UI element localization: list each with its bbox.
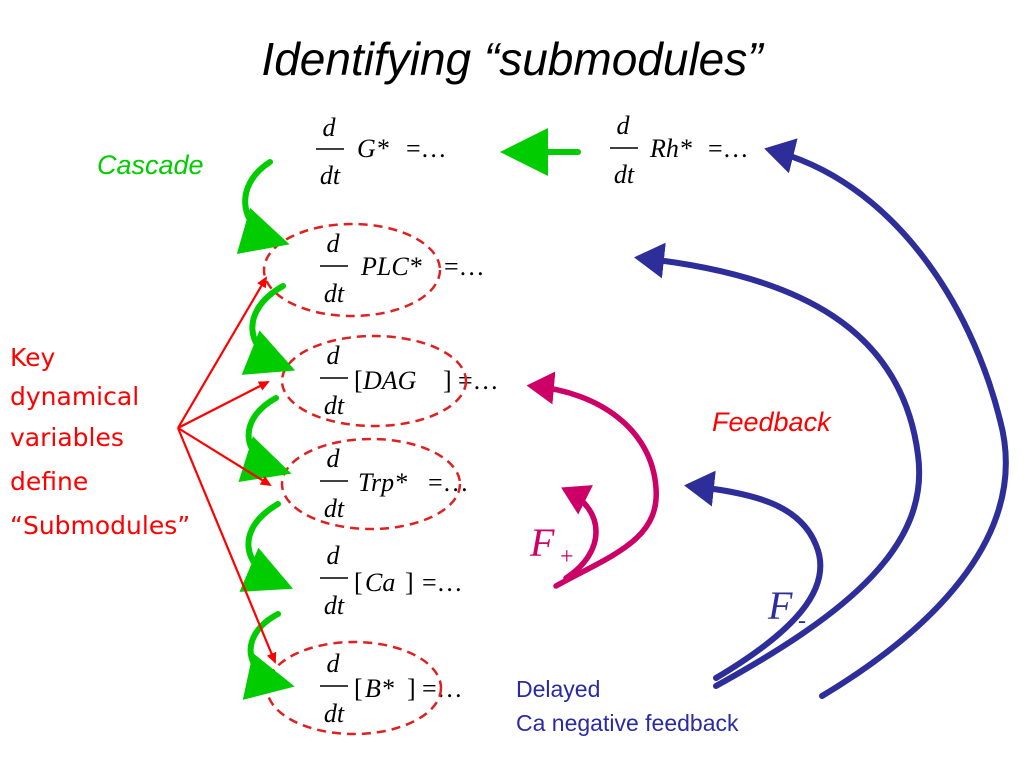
eq-numerator: d bbox=[327, 444, 341, 473]
eq-ellipsis: =… bbox=[458, 366, 499, 395]
submodule-ellipse-plc bbox=[262, 222, 442, 318]
eq-numerator: d bbox=[327, 229, 341, 258]
cascade-arrow-trp-to-ca bbox=[239, 501, 294, 592]
page-title: Identifying “submodules” bbox=[261, 33, 763, 85]
f-plus-sub: + bbox=[560, 544, 574, 570]
f-plus-main: F bbox=[529, 520, 555, 565]
eq-denominator: dt bbox=[320, 161, 341, 190]
eq-ellipsis: =… bbox=[422, 674, 463, 703]
eq-variable: DAG bbox=[362, 366, 417, 395]
eq-ellipsis: =… bbox=[422, 568, 463, 597]
eq-variable: B* bbox=[365, 674, 394, 703]
eq-variable: Trp* bbox=[358, 468, 407, 497]
negative-feedback-arrow-plc bbox=[634, 242, 923, 689]
equation-rh: d dt Rh* =… bbox=[610, 111, 749, 189]
f-minus-label: F - bbox=[767, 583, 806, 634]
eq-denominator: dt bbox=[324, 494, 345, 523]
eq-bracket-close: ] bbox=[407, 674, 416, 703]
f-plus-label: F + bbox=[529, 520, 574, 570]
eq-bracket-close: ] bbox=[405, 568, 414, 597]
eq-denominator: dt bbox=[324, 699, 345, 728]
submodule-ellipse-trp bbox=[280, 437, 462, 531]
key-label-line: “Submodules” bbox=[10, 511, 190, 540]
key-arrow-dag bbox=[177, 381, 270, 429]
eq-variable: Rh* bbox=[649, 134, 692, 163]
eq-ellipsis: =… bbox=[444, 252, 485, 281]
key-arrow-b bbox=[176, 427, 277, 664]
cascade-arrow-g-to-plc bbox=[236, 159, 290, 255]
eq-denominator: dt bbox=[324, 391, 345, 420]
eq-bracket-close: ] bbox=[443, 366, 452, 395]
delayed-label: Delayed Ca negative feedback bbox=[516, 676, 739, 736]
key-label-line: dynamical bbox=[10, 382, 139, 411]
key-arrow-plc bbox=[177, 276, 268, 429]
key-label-line: Key bbox=[10, 343, 56, 372]
eq-denominator: dt bbox=[324, 279, 345, 308]
key-arrow-trp bbox=[177, 427, 272, 487]
key-label-line: define bbox=[10, 467, 88, 496]
eq-ellipsis: =… bbox=[708, 134, 749, 163]
equation-g: d dt G* =… bbox=[316, 113, 447, 190]
key-variables-label: Key dynamical variables define “Submodul… bbox=[10, 343, 190, 540]
cascade-arrow-ca-to-b bbox=[242, 611, 295, 700]
equation-ca: d dt [ Ca ] =… bbox=[320, 541, 463, 620]
eq-bracket-open: [ bbox=[354, 568, 363, 597]
equation-trp: d dt Trp* =… bbox=[320, 444, 469, 523]
feedback-label: Feedback bbox=[712, 407, 832, 437]
eq-numerator: d bbox=[327, 649, 341, 678]
f-minus-main: F bbox=[767, 583, 793, 628]
cascade-arrow-dag-to-trp bbox=[238, 395, 292, 483]
delayed-label-line: Delayed bbox=[516, 676, 600, 702]
eq-ellipsis: =… bbox=[428, 468, 469, 497]
positive-feedback-arrow-trp bbox=[561, 485, 599, 581]
cascade-label: Cascade bbox=[97, 150, 204, 180]
eq-denominator: dt bbox=[614, 160, 635, 189]
eq-denominator: dt bbox=[324, 591, 345, 620]
equation-dag: d dt [ DAG ] =… bbox=[320, 341, 499, 420]
delayed-label-line: Ca negative feedback bbox=[516, 710, 739, 736]
equation-plc: d dt PLC* =… bbox=[320, 229, 485, 308]
positive-feedback-arrow-dag bbox=[526, 371, 659, 589]
eq-bracket-open: [ bbox=[354, 366, 363, 395]
eq-numerator: d bbox=[327, 341, 341, 370]
negative-feedback-arrow-trp bbox=[684, 470, 824, 681]
eq-ellipsis: =… bbox=[406, 134, 447, 163]
eq-numerator: d bbox=[327, 541, 341, 570]
negative-feedback-arrow-rh bbox=[764, 138, 1009, 699]
eq-numerator: d bbox=[617, 111, 631, 140]
eq-bracket-open: [ bbox=[354, 674, 363, 703]
key-label-line: variables bbox=[10, 423, 124, 452]
submodule-ellipse-dag bbox=[280, 334, 468, 428]
eq-variable: G* bbox=[357, 134, 389, 163]
eq-numerator: d bbox=[323, 113, 337, 142]
eq-variable: PLC* bbox=[360, 252, 422, 281]
f-minus-sub: - bbox=[798, 608, 806, 634]
eq-variable: Ca bbox=[365, 568, 395, 597]
cascade-arrow-plc-to-dag bbox=[241, 283, 296, 375]
equation-b: d dt [ B* ] =… bbox=[320, 649, 463, 728]
